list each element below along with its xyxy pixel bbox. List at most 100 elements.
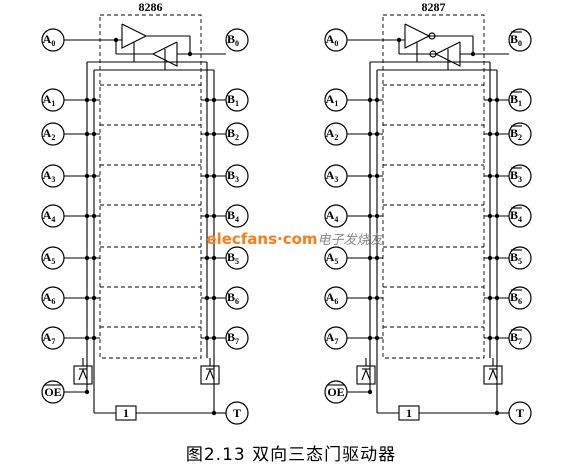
pin-b0-8287 bbox=[508, 28, 532, 52]
pin-a3-8287 bbox=[324, 164, 348, 188]
junction-dot bbox=[91, 335, 97, 341]
pin-label: B5 bbox=[227, 250, 239, 266]
pin-label: B0 bbox=[510, 32, 522, 48]
pin-b7-8287 bbox=[508, 326, 532, 350]
junction-dot bbox=[204, 255, 210, 261]
pin-label: B4 bbox=[510, 208, 522, 224]
junction-dot bbox=[91, 97, 97, 103]
pin-label: B2 bbox=[227, 126, 239, 142]
chip-outline bbox=[99, 14, 202, 359]
pin-label: T bbox=[516, 406, 524, 420]
junction-dot bbox=[374, 173, 380, 179]
junction-dot bbox=[91, 131, 97, 137]
junction-dot bbox=[113, 37, 119, 43]
junction-dot bbox=[494, 173, 500, 179]
junction-dot bbox=[84, 131, 90, 137]
junction-dot bbox=[367, 335, 373, 341]
pin-b7-8286 bbox=[225, 326, 249, 350]
watermark-brand: elecfans·com bbox=[206, 230, 317, 248]
junction-dot bbox=[187, 51, 193, 57]
pin-label: T bbox=[233, 406, 241, 420]
junction-dot bbox=[494, 97, 500, 103]
pin-a0-8287 bbox=[324, 28, 348, 52]
junction-dot bbox=[367, 97, 373, 103]
junction-dot bbox=[494, 335, 500, 341]
pin-a4-8287 bbox=[324, 204, 348, 228]
control-buffer-symbol bbox=[488, 368, 498, 381]
junction-dot bbox=[91, 173, 97, 179]
pin-label: A1 bbox=[43, 92, 56, 108]
junction-dot bbox=[84, 97, 90, 103]
junction-dot bbox=[367, 213, 373, 219]
pin-b4-8286 bbox=[225, 204, 249, 228]
junction-dot bbox=[84, 389, 90, 395]
pin-label: B7 bbox=[227, 330, 239, 346]
pin-label: A4 bbox=[43, 208, 56, 224]
pin-label: A5 bbox=[326, 250, 339, 266]
junction-dot bbox=[487, 173, 493, 179]
pin-b4-8287 bbox=[508, 204, 532, 228]
pin-b2-8286 bbox=[225, 122, 249, 146]
junction-dot bbox=[374, 131, 380, 137]
junction-dot bbox=[374, 335, 380, 341]
pin-a5-8287 bbox=[324, 246, 348, 270]
junction-dot bbox=[84, 213, 90, 219]
bidirectional-driver-diagram: 8286A0A1A2A3A4A5A6A7B0B1B2B3B4B5B6B7OET1… bbox=[41, 0, 532, 425]
pin-a4-8286 bbox=[41, 204, 65, 228]
junction-dot bbox=[91, 213, 97, 219]
junction-dot bbox=[204, 97, 210, 103]
junction-dot bbox=[211, 97, 217, 103]
pin-label: B1 bbox=[510, 92, 522, 108]
pin-b6-8287 bbox=[508, 286, 532, 310]
pin-b3-8287 bbox=[508, 164, 532, 188]
pin-label: A1 bbox=[326, 92, 339, 108]
pin-label: A3 bbox=[43, 168, 56, 184]
junction-dot bbox=[396, 37, 402, 43]
pin-b5-8286 bbox=[225, 246, 249, 270]
pin-label: A5 bbox=[43, 250, 56, 266]
junction-dot bbox=[367, 255, 373, 261]
pin-b3-8286 bbox=[225, 164, 249, 188]
junction-dot bbox=[367, 389, 373, 395]
junction-dot bbox=[211, 335, 217, 341]
junction-dot bbox=[374, 213, 380, 219]
watermark-cn: 电子发烧友 bbox=[317, 233, 384, 248]
pin-label: B6 bbox=[227, 290, 239, 306]
pin-label: A7 bbox=[326, 330, 339, 346]
pin-label: A7 bbox=[43, 330, 56, 346]
pin-b0-8286 bbox=[225, 28, 249, 52]
junction-dot bbox=[374, 97, 380, 103]
pin-label: A6 bbox=[43, 290, 56, 306]
pin-label: B6 bbox=[510, 290, 522, 306]
pin-label: B1 bbox=[227, 92, 239, 108]
pin-a0-8286 bbox=[41, 28, 65, 52]
pin-label: OE bbox=[327, 385, 344, 399]
junction-dot bbox=[487, 335, 493, 341]
figure-caption: 图2.13 双向三态门驱动器 bbox=[185, 445, 397, 465]
junction-dot bbox=[211, 295, 217, 301]
junction-dot bbox=[204, 131, 210, 137]
inverter-label: 1 bbox=[123, 406, 129, 420]
junction-dot bbox=[211, 131, 217, 137]
junction-dot bbox=[494, 295, 500, 301]
pin-label: B7 bbox=[510, 330, 522, 346]
junction-dot bbox=[211, 255, 217, 261]
pin-label: A2 bbox=[326, 126, 339, 142]
junction-dot bbox=[367, 173, 373, 179]
junction-dot bbox=[367, 295, 373, 301]
pin-a6-8286 bbox=[41, 286, 65, 310]
pin-b2-8287 bbox=[508, 122, 532, 146]
pin-a2-8286 bbox=[41, 122, 65, 146]
pin-a1-8287 bbox=[324, 88, 348, 112]
junction-dot bbox=[494, 255, 500, 261]
pin-label: B3 bbox=[227, 168, 239, 184]
pin-label: A0 bbox=[43, 32, 56, 48]
pin-label: A2 bbox=[43, 126, 56, 142]
pin-a7-8286 bbox=[41, 326, 65, 350]
junction-dot bbox=[487, 97, 493, 103]
junction-dot bbox=[91, 295, 97, 301]
junction-dot bbox=[84, 335, 90, 341]
junction-dot bbox=[367, 131, 373, 137]
